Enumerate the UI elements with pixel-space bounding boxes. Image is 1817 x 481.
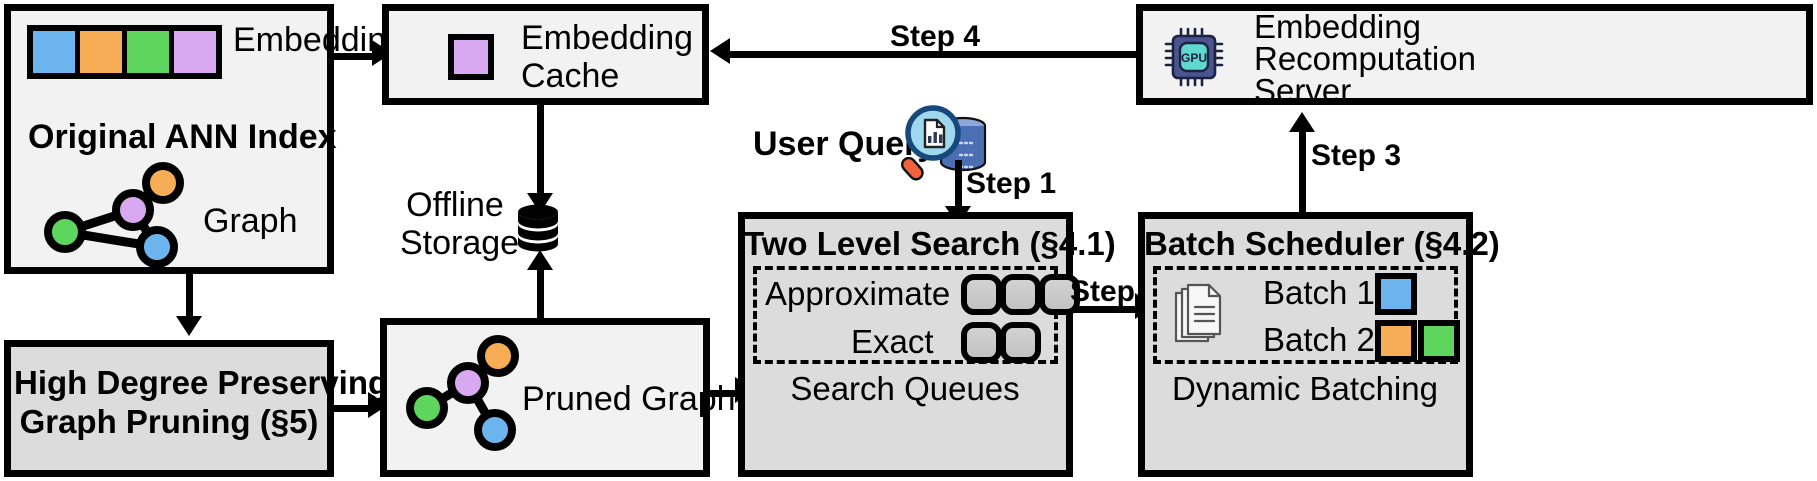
arrow-step1-line xyxy=(955,160,962,208)
batch-scheduler-title: Batch Scheduler (§4.2) xyxy=(1144,225,1500,262)
batch-2-label: Batch 2 xyxy=(1263,321,1375,358)
batch-scheduler-box xyxy=(1138,212,1473,477)
documents-icon xyxy=(1174,283,1222,343)
graph-pruning-title-line2: Graph Pruning (§5) xyxy=(19,403,319,440)
exact-queue-chip-1 xyxy=(961,322,1002,363)
arrow-pruned-to-search-line xyxy=(710,390,738,397)
pruned-graph-label: Pruned Graph xyxy=(522,380,736,418)
graph-pruning-title-line1: High Degree Preserving xyxy=(14,364,389,401)
dynamic-batching-dashed-region xyxy=(1153,266,1458,364)
approximate-row-label: Approximate xyxy=(765,275,951,312)
step4-label: Step 4 xyxy=(890,20,981,53)
batch-1-label: Batch 1 xyxy=(1263,274,1375,311)
arrow-pruned-to-storage-line xyxy=(537,258,544,320)
exact-queue-chip-2 xyxy=(1000,322,1041,363)
purple-square-icon xyxy=(448,34,494,80)
two-level-search-title: Two Level Search (§4.1) xyxy=(744,225,1116,262)
arrow-step3-line xyxy=(1299,130,1306,212)
recomputation-server-line3: Server xyxy=(1254,72,1352,109)
step3-label: Step 3 xyxy=(1311,139,1402,172)
arrow-index-to-cache-line xyxy=(334,53,372,60)
dynamic-batching-caption: Dynamic Batching xyxy=(1172,370,1438,407)
offline-storage-label-line1: Offline xyxy=(406,186,504,224)
embedding-cache-label-line2: Cache xyxy=(521,57,620,95)
magnifier-database-icon xyxy=(900,105,987,181)
offline-storage-label-line2: Storage xyxy=(400,224,520,262)
gpu-chip-icon: GPU xyxy=(1164,27,1224,87)
embedding-vector-swatches xyxy=(27,25,222,79)
graph-label: Graph xyxy=(203,202,298,240)
gpu-icon-text: GPU xyxy=(1181,51,1207,65)
arrow-index-to-pruning-head xyxy=(176,316,202,336)
exact-row-label: Exact xyxy=(851,323,934,360)
recomputation-server-box xyxy=(1136,4,1813,105)
arrow-pruned-to-storage-head xyxy=(527,250,553,270)
arrow-step2-line xyxy=(1073,306,1138,313)
recomputation-server-line2: Recomputation xyxy=(1254,40,1476,77)
arrow-pruning-to-pruned-line xyxy=(334,405,368,412)
arrow-step4-line xyxy=(730,51,1136,58)
recomputation-server-line1: Embedding xyxy=(1254,8,1421,45)
arrow-step3-head xyxy=(1289,112,1315,132)
embedding-cache-label-line1: Embedding xyxy=(521,19,694,57)
database-cylinder-icon xyxy=(518,204,558,252)
embedding-cache-box xyxy=(382,4,709,105)
arrow-index-to-pruning-line xyxy=(186,274,193,316)
original-graph-icon xyxy=(44,162,184,268)
batch-2-swatch-orange xyxy=(1375,320,1417,362)
batch-1-swatch-blue xyxy=(1375,273,1417,315)
search-queues-dashed-region xyxy=(753,266,1058,364)
arrow-step4-head xyxy=(710,38,730,64)
pruned-graph-icon xyxy=(406,335,519,451)
batch-2-swatch-green xyxy=(1418,320,1460,362)
original-ann-index-title: Original ANN Index xyxy=(28,118,337,156)
approx-queue-chip-1 xyxy=(961,274,1002,315)
graph-pruning-box xyxy=(4,340,334,477)
search-queues-caption: Search Queues xyxy=(790,370,1020,407)
arrow-cache-to-storage-line xyxy=(537,105,544,195)
pruned-graph-box xyxy=(380,318,710,477)
approx-queue-chip-2 xyxy=(1000,274,1041,315)
step1-label: Step 1 xyxy=(966,167,1057,200)
